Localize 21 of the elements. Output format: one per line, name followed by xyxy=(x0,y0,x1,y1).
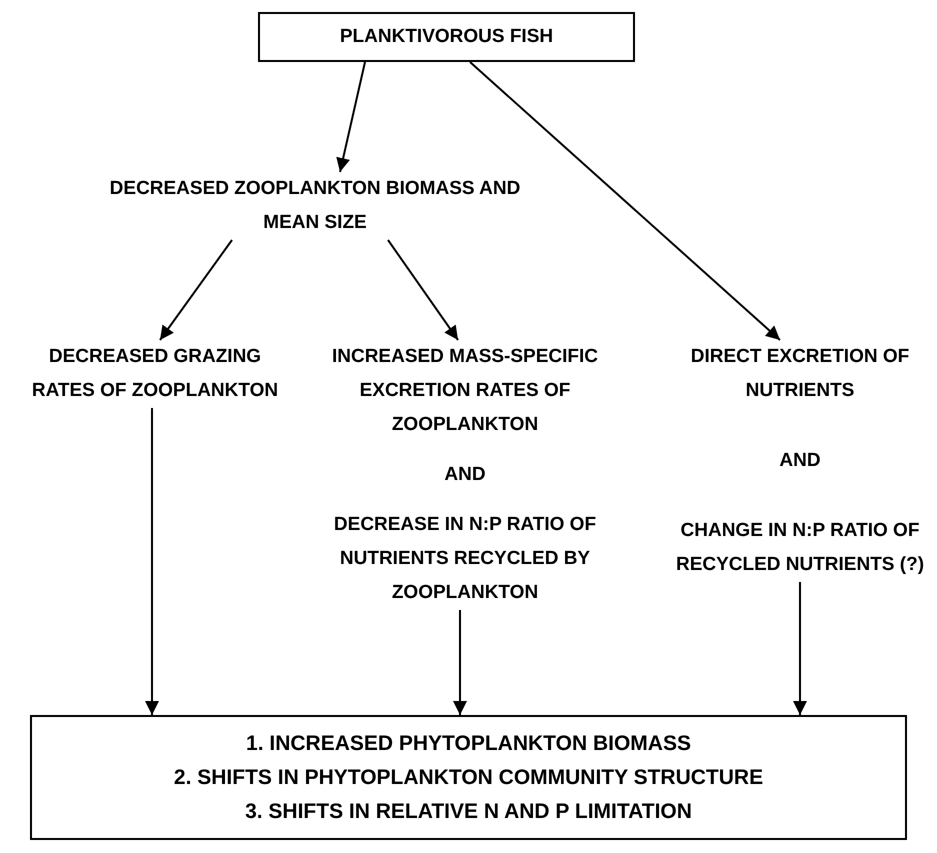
arrow xyxy=(336,62,366,172)
node-text: AND xyxy=(779,449,821,473)
node-text: DECREASED ZOOPLANKTON BIOMASS AND MEAN SIZE xyxy=(108,177,522,235)
node-text: 1. INCREASED PHYTOPLANKTON BIOMASS xyxy=(246,730,691,756)
node-text: AND xyxy=(444,463,486,487)
node-text: DIRECT EXCRETION OF NUTRIENTS xyxy=(690,345,910,403)
node-text: 3. SHIFTS IN RELATIVE N AND P LIMITATION xyxy=(245,798,692,824)
process-box xyxy=(258,12,635,62)
process-box xyxy=(30,715,907,840)
node-text: CHANGE IN N:P RATIO OF RECYCLED NUTRIENTS (?) xyxy=(674,519,926,577)
arrow xyxy=(387,239,459,341)
node-text: PLANKTIVOROUS FISH xyxy=(340,25,554,49)
arrow xyxy=(469,61,781,341)
arrow xyxy=(793,582,807,715)
node-text: INCREASED MASS-SPECIFIC EXCRETION RATES OF ZOOPLANKTON xyxy=(330,345,600,437)
arrow xyxy=(159,239,233,341)
node-text: DECREASE IN N:P RATIO OF NUTRIENTS RECYCLED BY ZOOPLANKTON xyxy=(332,513,598,605)
node-text: DECREASED GRAZING RATES OF ZOOPLANKTON xyxy=(30,345,280,403)
arrow xyxy=(453,610,467,715)
node-text: 2. SHIFTS IN PHYTOPLANKTON COMMUNITY STRUCTURE xyxy=(174,764,764,790)
arrow xyxy=(145,408,159,715)
